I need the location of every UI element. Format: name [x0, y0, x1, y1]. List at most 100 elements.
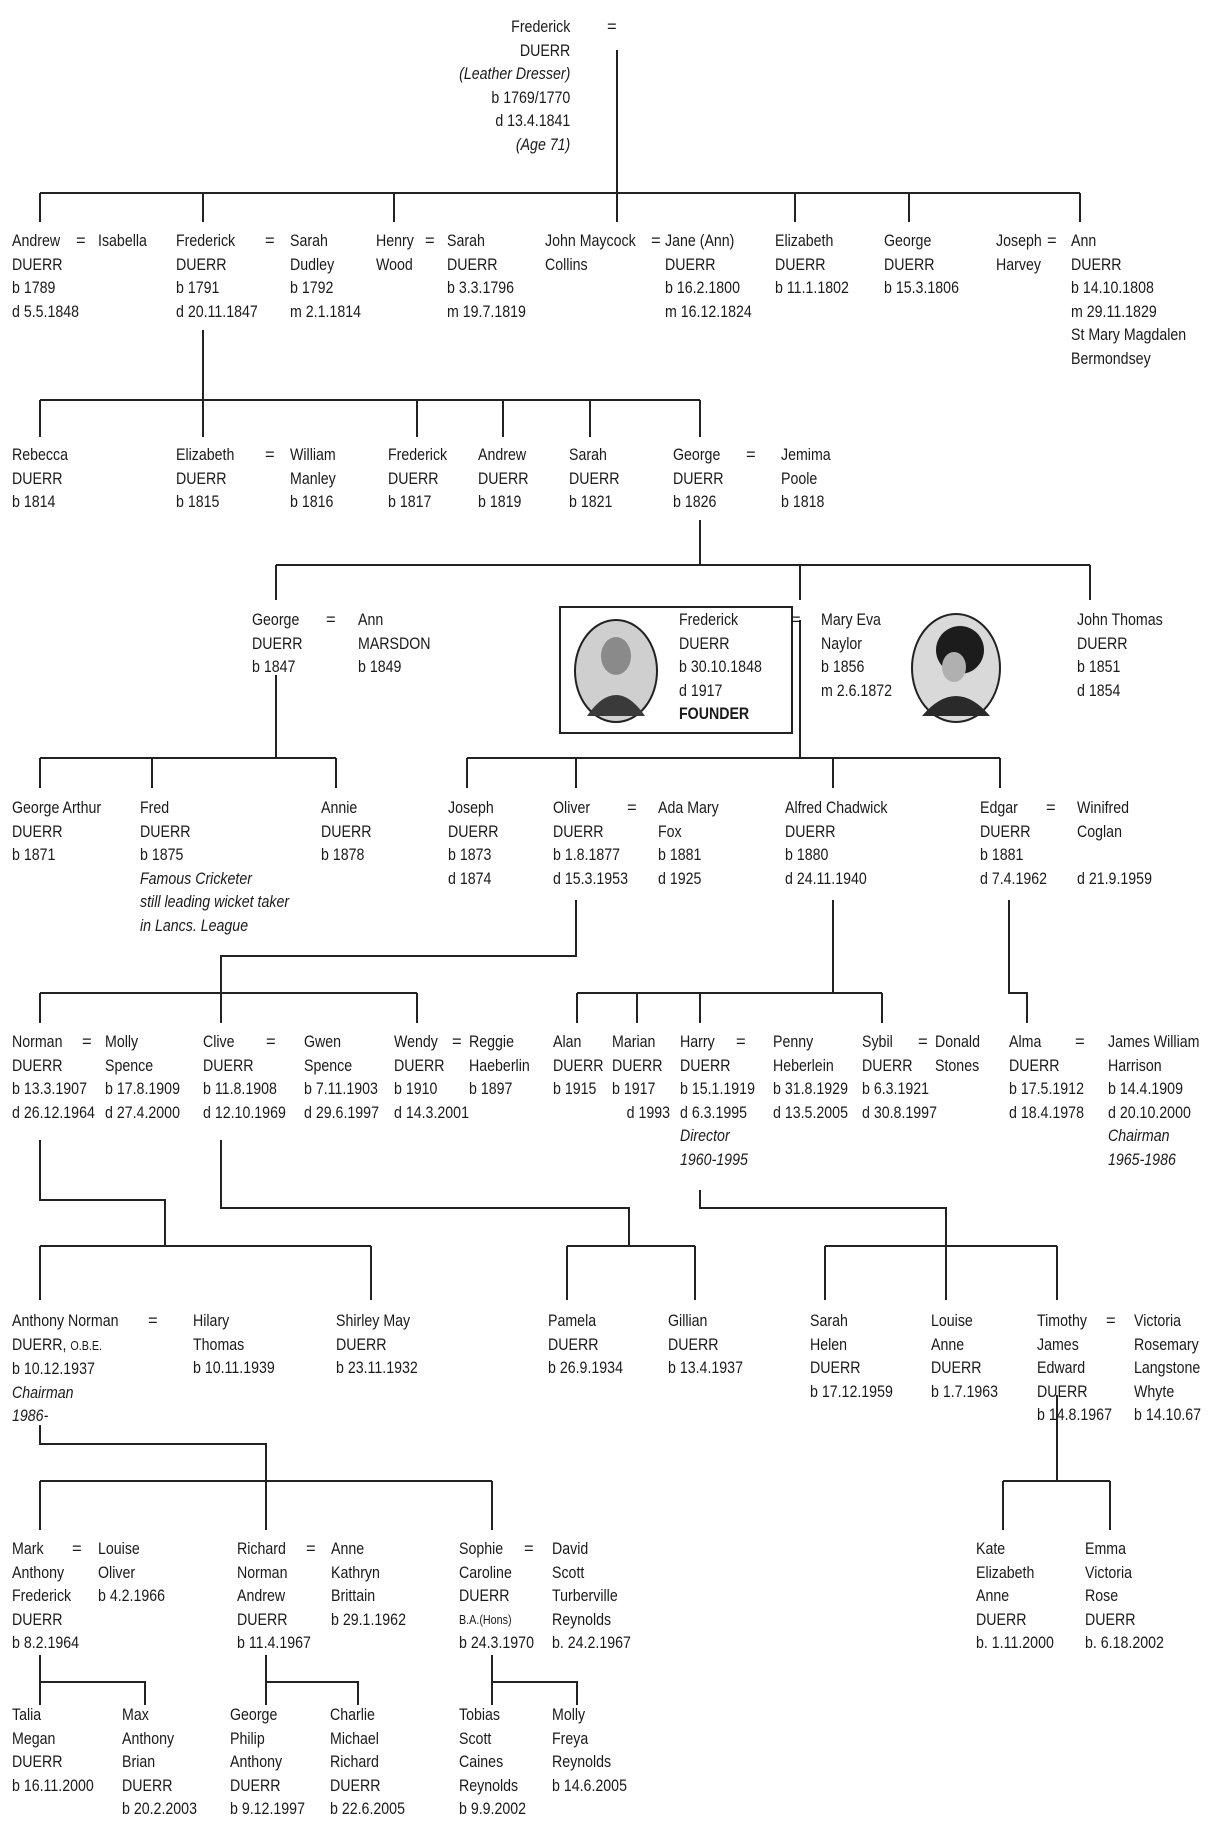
connector-line — [1002, 1481, 1111, 1530]
connector-line — [39, 993, 418, 1023]
line: Alfred Chadwick — [785, 799, 888, 817]
line: Hilary — [193, 1312, 230, 1330]
marriage-sign: = — [326, 611, 336, 629]
marriage-sign: = — [82, 1033, 92, 1051]
line: d 1854 — [1077, 681, 1121, 700]
line: b 15.1.1919 — [680, 1080, 755, 1098]
line: Elizabeth — [176, 446, 235, 464]
line: b 1878 — [321, 846, 365, 864]
line: Dudley — [290, 255, 335, 274]
line: DUERR — [203, 1056, 254, 1075]
line: b 6.3.1921 — [862, 1080, 930, 1098]
line: Anne — [931, 1335, 965, 1354]
line: DUERR — [553, 1056, 604, 1075]
line: Gillian — [668, 1312, 708, 1330]
line: John Thomas — [1077, 611, 1163, 629]
line: Ann — [1071, 232, 1097, 250]
line: Whyte — [1134, 1382, 1175, 1401]
line: b 1791 — [176, 279, 220, 297]
line: b 1873 — [448, 846, 492, 864]
connector-line — [220, 1140, 630, 1246]
line: Molly — [105, 1033, 139, 1051]
line: Andrew — [12, 232, 61, 250]
line: DUERR — [321, 822, 372, 841]
line: Reynolds — [552, 1610, 612, 1629]
line: DUERR — [122, 1776, 173, 1795]
line: Max — [122, 1706, 149, 1724]
line: b 14.8.1967 — [1037, 1406, 1112, 1424]
line: DUERR — [12, 255, 63, 274]
line: Philip — [230, 1729, 265, 1748]
note: still leading wicket taker — [140, 893, 290, 911]
line: d 26.12.1964 — [12, 1103, 95, 1122]
connector-line — [491, 1655, 578, 1705]
line: Richard — [237, 1540, 286, 1558]
line: d 12.10.1969 — [203, 1103, 286, 1122]
line: David — [552, 1540, 589, 1558]
line: Timothy — [1037, 1312, 1087, 1330]
line: d 18.4.1978 — [1009, 1103, 1084, 1122]
marriage-sign: = — [627, 799, 637, 817]
connector-line — [699, 1190, 947, 1246]
line: m 29.11.1829 — [1071, 302, 1157, 321]
line: b 16.2.1800 — [665, 279, 740, 297]
line: Isabella — [98, 232, 147, 250]
marriage-sign: = — [306, 1540, 316, 1558]
line: Edward — [1037, 1359, 1086, 1377]
line: DUERR — [230, 1776, 281, 1795]
line: DUERR — [862, 1056, 913, 1075]
note: 1965-1986 — [1108, 1150, 1176, 1169]
honour: O.B.E. — [70, 1338, 103, 1353]
marriage-sign: = — [265, 446, 275, 464]
line: b 1917 — [612, 1080, 656, 1098]
line: b 1881 — [658, 846, 702, 864]
line: DUERR — [237, 1610, 288, 1629]
marriage-sign: = — [148, 1312, 158, 1330]
line: d 6.3.1995 — [680, 1103, 748, 1122]
line: b 1818 — [781, 493, 825, 511]
line: d 20.11.1847 — [176, 302, 258, 321]
line: DUERR — [1077, 634, 1128, 653]
connector-line — [39, 193, 1081, 222]
line: Annie — [321, 799, 358, 817]
line: d 1917 — [679, 681, 723, 700]
line: b 1910 — [394, 1080, 438, 1098]
line: Oliver — [98, 1563, 136, 1582]
line: b 11.8.1908 — [203, 1080, 277, 1098]
line: Edgar — [980, 799, 1018, 817]
line: b 1875 — [140, 846, 184, 864]
line: DUERR — [665, 255, 716, 274]
line: Rosemary — [1134, 1335, 1199, 1354]
line: b 16.11.2000 — [12, 1776, 94, 1795]
note: in Lancs. League — [140, 916, 249, 935]
line: Thomas — [193, 1335, 245, 1354]
line: Anne — [976, 1587, 1010, 1605]
line: b 10.11.1939 — [193, 1359, 275, 1377]
marriage-sign: = — [452, 1033, 462, 1051]
line: Louise — [931, 1312, 973, 1330]
